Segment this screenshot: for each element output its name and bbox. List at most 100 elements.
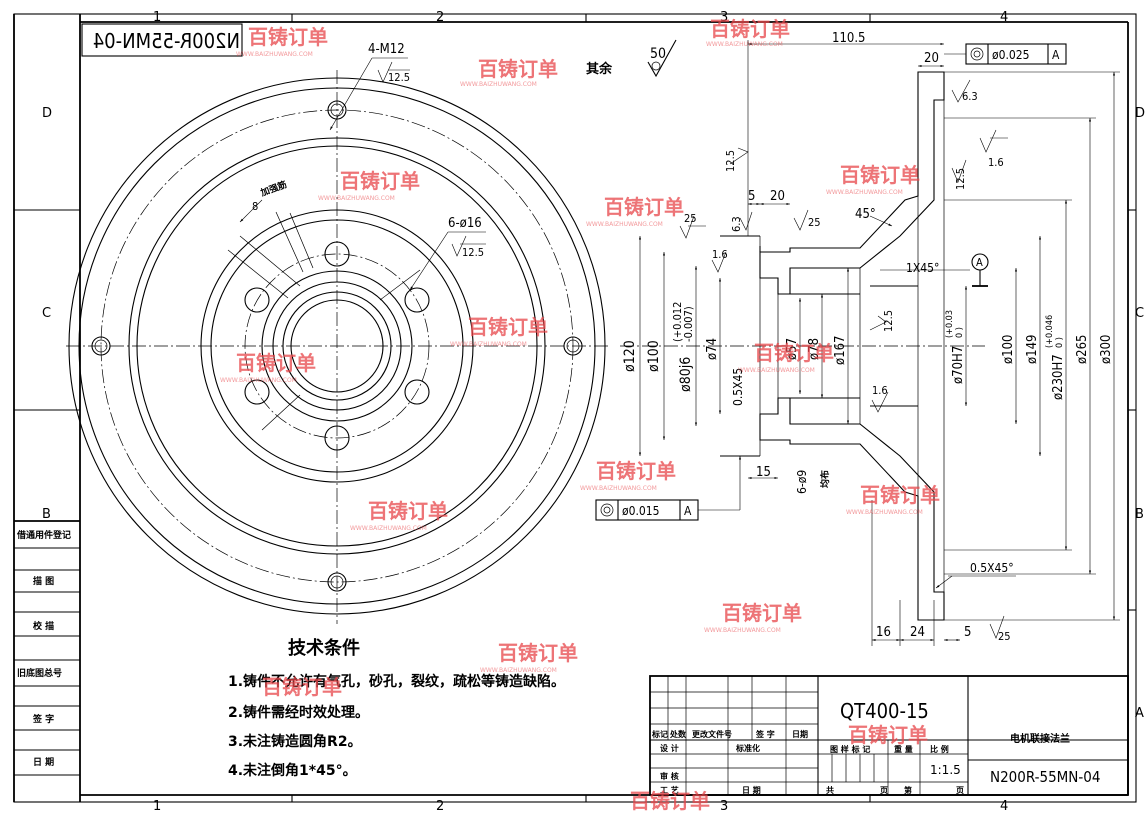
tb-page-unit-2: 页 [956, 786, 964, 795]
svg-text:WWW.BAIZHUWANG.COM: WWW.BAIZHUWANG.COM [236, 51, 313, 58]
grid-col-3-bottom: 3 [720, 799, 728, 814]
watermark-5: 百铸订单 WWW.BAIZHUWANG.COM [586, 195, 684, 228]
left-trace-label: 描 图 [33, 575, 54, 587]
tech-note-2: 2.铸件需经时效处理。 [228, 704, 369, 721]
dim-even: 均布 [819, 470, 831, 488]
dia-300: ø300 [1099, 335, 1114, 364]
svg-text:百铸订单: 百铸订单 [840, 163, 920, 187]
tolerance-frame-top: ø0.025 A [944, 43, 1067, 65]
watermark-6: 百铸订单 WWW.BAIZHUWANG.COM [826, 163, 920, 196]
diameter-dims [638, 71, 1120, 621]
svg-text:WWW.BAIZHUWANG.COM: WWW.BAIZHUWANG.COM [846, 509, 923, 516]
dim-45: 45° [855, 207, 876, 222]
rest-finish-label: 其余 [586, 61, 613, 77]
tb-scale-label: 比 例 [930, 744, 949, 754]
svg-text:百铸订单: 百铸订单 [630, 789, 710, 813]
tb-head-count: 处数 [669, 729, 687, 739]
dim-16: 16 [876, 625, 891, 640]
dim-15: 15 [756, 465, 771, 480]
dia-167: ø167 [833, 336, 848, 365]
rib-note: 加强筋 [258, 178, 288, 199]
rough-25-b: 25 [808, 216, 821, 229]
watermark-9: 百铸订单 WWW.BAIZHUWANG.COM [738, 341, 834, 374]
watermark-7: 百铸订单 WWW.BAIZHUWANG.COM [450, 315, 548, 348]
grid-row-b-right: B [1135, 507, 1144, 522]
rough-6-3-b: 6.3 [730, 216, 743, 232]
dim-20-mid: 20 [770, 189, 785, 204]
svg-text:百铸订单: 百铸订单 [604, 195, 684, 219]
dia-80j6: ø80j6 [678, 357, 694, 392]
tech-note-4: 4.未注倒角1*45°。 [228, 762, 357, 779]
tol-bot-datum: A [684, 504, 692, 518]
dia-70-tol-up: (+0.03 [945, 310, 955, 338]
tech-note-1: 1.铸件不允许有气孔，砂孔，裂纹，疏松等铸造缺陷。 [228, 673, 565, 690]
tb-standard: 标准化 [735, 743, 760, 753]
grid-row-c-right: C [1135, 306, 1144, 321]
tb-code: N200R-55MN-04 [990, 768, 1100, 786]
left-old-label: 旧底图总号 [17, 667, 62, 679]
mirrored-code-box: N200R-55MN-04 [81, 23, 243, 57]
dia-70-tol-dn: 0 ) [955, 327, 965, 338]
tb-sheet: 第 [904, 785, 912, 795]
watermark-1: 百铸订单 WWW.BAIZHUWANG.COM [236, 25, 328, 58]
thread-roughness: 12.5 [388, 71, 410, 84]
watermark-17: 百铸订单 [630, 789, 710, 813]
svg-text:WWW.BAIZHUWANG.COM: WWW.BAIZHUWANG.COM [450, 341, 527, 348]
tapped-holes-4 [91, 100, 583, 592]
left-check-label: 校 描 [33, 620, 54, 632]
tb-process: 工 艺 [660, 785, 679, 795]
svg-text:WWW.BAIZHUWANG.COM: WWW.BAIZHUWANG.COM [480, 667, 557, 674]
svg-text:百铸订单: 百铸订单 [498, 641, 578, 665]
grid-col-2-top: 2 [436, 10, 444, 25]
dim-6-9: 6-ø9 [795, 470, 809, 494]
svg-text:WWW.BAIZHUWANG.COM: WWW.BAIZHUWANG.COM [826, 189, 903, 196]
svg-text:百铸订单: 百铸订单 [248, 25, 328, 49]
bolt-holes-6 [244, 241, 430, 451]
dim-0-5x45-left: 0.5X45 [731, 368, 745, 406]
rib-dim: 8 [252, 200, 258, 213]
grid-col-3-top: 3 [720, 10, 728, 25]
watermark-16: 百铸订单 [848, 723, 928, 747]
rough-1-6-c: 1.6 [872, 384, 888, 397]
tb-design: 设 计 [660, 743, 679, 753]
mirrored-code: N200R-55MN-04 [93, 29, 240, 53]
rough-12-5-b: 12.5 [724, 150, 737, 172]
tolerance-frame-bottom: ø0.015 A [595, 456, 742, 521]
svg-text:百铸订单: 百铸订单 [468, 315, 548, 339]
grid-col-1-bottom: 1 [153, 799, 161, 814]
svg-text:WWW.BAIZHUWANG.COM: WWW.BAIZHUWANG.COM [318, 195, 395, 202]
grid-col-1-top: 1 [153, 10, 161, 25]
svg-text:百铸订单: 百铸订单 [754, 341, 834, 365]
roughness-symbols: 6.3 1.6 12.5 12.5 25 6.3 25 1.6 12.5 1.6… [679, 79, 1011, 643]
grid-col-4-top: 4 [1000, 10, 1008, 25]
tb-head-doc: 更改文件号 [692, 729, 732, 739]
rough-25-c: 25 [998, 630, 1011, 643]
rest-roughness: 50 [650, 46, 666, 62]
front-view: 4-M12 12.5 6-ø16 12.5 8 加强筋 [66, 42, 610, 624]
grid-row-c-left: C [42, 306, 51, 321]
svg-text:百铸订单: 百铸订单 [710, 17, 790, 41]
tb-part-name: 电机联接法兰 [1010, 732, 1070, 745]
left-reg-label: 借通用件登记 [16, 529, 71, 541]
dia-230-tol-dn: 0 ) [1055, 337, 1065, 348]
dim-5-bottom: 5 [964, 625, 971, 640]
tb-review: 审 核 [660, 771, 679, 781]
svg-text:WWW.BAIZHUWANG.COM: WWW.BAIZHUWANG.COM [706, 41, 783, 48]
tech-notes-title: 技术条件 [288, 637, 360, 659]
left-date-label: 日 期 [33, 756, 54, 768]
svg-text:WWW.BAIZHUWANG.COM: WWW.BAIZHUWANG.COM [586, 221, 663, 228]
tol-bot-value: ø0.015 [622, 504, 660, 518]
grid-labels: 1 2 3 4 1 2 3 4 D C B D C B A [42, 10, 1145, 814]
svg-text:WWW.BAIZHUWANG.COM: WWW.BAIZHUWANG.COM [738, 367, 815, 374]
dia-100-right: ø100 [1001, 335, 1016, 364]
grid-row-d-left: D [42, 106, 52, 121]
thread-callout: 4-M12 [368, 42, 405, 57]
svg-text:百铸订单: 百铸订单 [368, 499, 448, 523]
dim-20-top: 20 [924, 51, 939, 66]
